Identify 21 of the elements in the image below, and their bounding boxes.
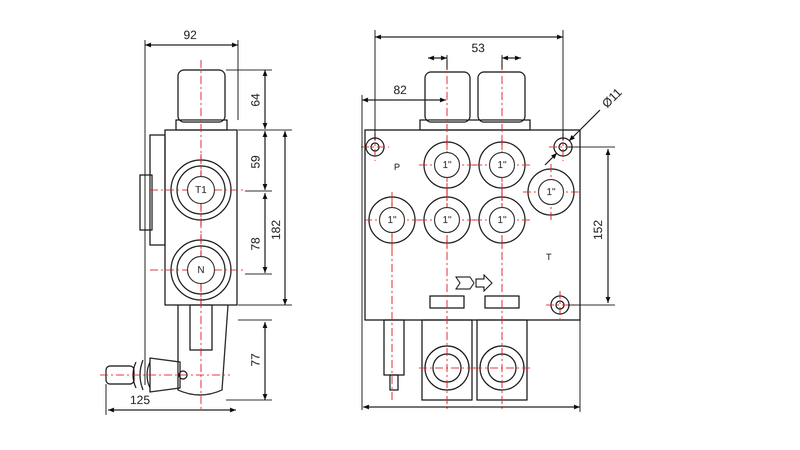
dimension-value: 125 — [130, 394, 150, 406]
port-letter: P — [394, 162, 400, 172]
dimension-value: 77 — [249, 353, 262, 367]
dimension-value: 182 — [270, 220, 282, 240]
dimension-value: 64 — [249, 93, 262, 107]
port-circle: 1" — [434, 207, 460, 233]
port-circle: N — [187, 256, 215, 284]
dimension-value: 92 — [184, 29, 197, 41]
dimension-value: Ø11 — [600, 86, 624, 110]
port-letter: T — [546, 252, 552, 262]
port-circle: 1" — [538, 179, 564, 205]
dimension-value: 152 — [592, 220, 604, 240]
dimension-value: 59 — [249, 155, 262, 169]
dimension-value: 78 — [249, 237, 262, 251]
port-circle: 1" — [489, 152, 515, 178]
port-circle: T1 — [187, 176, 215, 204]
port-circle: 1" — [434, 152, 460, 178]
dimension-value: 82 — [394, 84, 407, 96]
port-circle: 1" — [489, 207, 515, 233]
port-circle: 1" — [379, 207, 405, 233]
dimension-value: 53 — [472, 42, 485, 54]
